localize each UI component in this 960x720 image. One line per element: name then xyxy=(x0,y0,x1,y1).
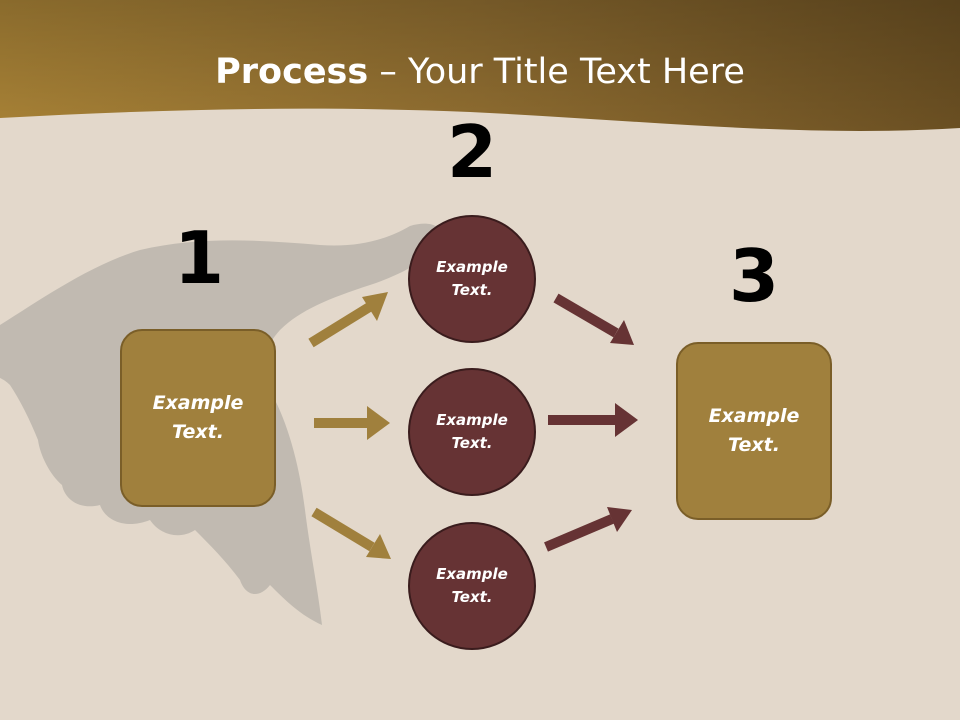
circle-top-text: Example Text. xyxy=(436,258,508,299)
arrow-middle-to-right xyxy=(548,403,638,437)
step-number-3: 3 xyxy=(728,234,780,318)
title-bold: Process xyxy=(215,52,369,92)
slide-title: Process – Your Title Text Here xyxy=(0,52,960,92)
left-box-text: Example Text. xyxy=(152,392,244,443)
title-rest: – Your Title Text Here xyxy=(368,52,745,92)
arrow-top-to-right xyxy=(553,293,634,345)
circle-bottom-text: Example Text. xyxy=(436,565,508,606)
arrow-left-to-top xyxy=(308,292,388,348)
arrow-left-to-middle xyxy=(314,406,390,440)
arrow-bottom-to-right xyxy=(544,507,632,552)
circle-middle-text: Example Text. xyxy=(436,411,508,452)
circle-top: Example Text. xyxy=(408,215,536,343)
header-shade xyxy=(0,0,960,131)
circle-middle: Example Text. xyxy=(408,368,536,496)
left-process-box: Example Text. xyxy=(120,329,276,507)
right-box-text: Example Text. xyxy=(708,405,800,456)
arrow-left-to-bottom xyxy=(311,507,391,559)
step-number-2: 2 xyxy=(446,110,498,194)
right-process-box: Example Text. xyxy=(676,342,832,520)
circle-bottom: Example Text. xyxy=(408,522,536,650)
step-number-1: 1 xyxy=(173,216,225,300)
